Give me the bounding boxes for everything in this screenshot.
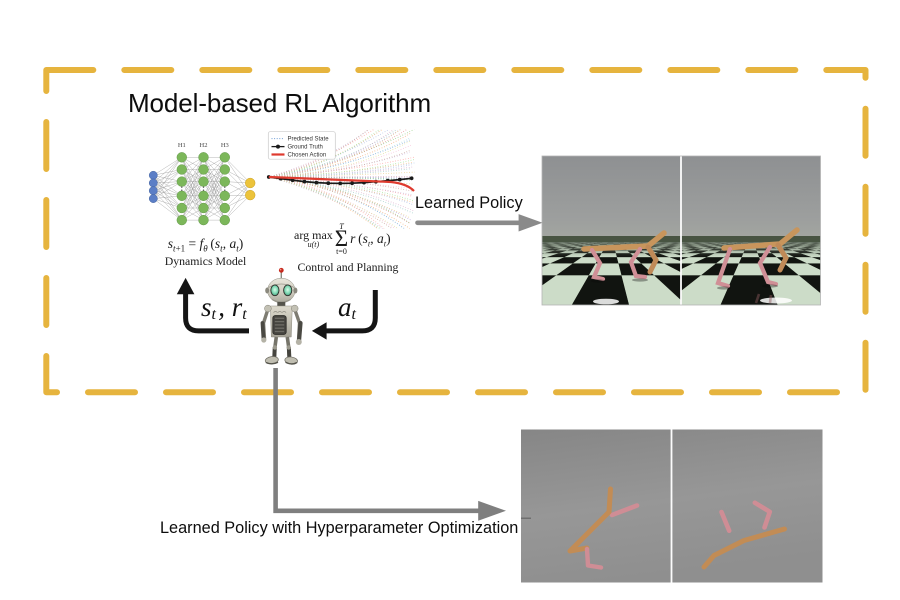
svg-text:H2: H2 xyxy=(200,142,208,149)
svg-text:H1: H1 xyxy=(178,142,186,149)
svg-text:Ground Truth: Ground Truth xyxy=(288,145,323,151)
svg-text:Chosen Action: Chosen Action xyxy=(288,153,327,159)
svg-text:H3: H3 xyxy=(221,142,229,149)
svg-text:Predicted State: Predicted State xyxy=(288,137,330,143)
